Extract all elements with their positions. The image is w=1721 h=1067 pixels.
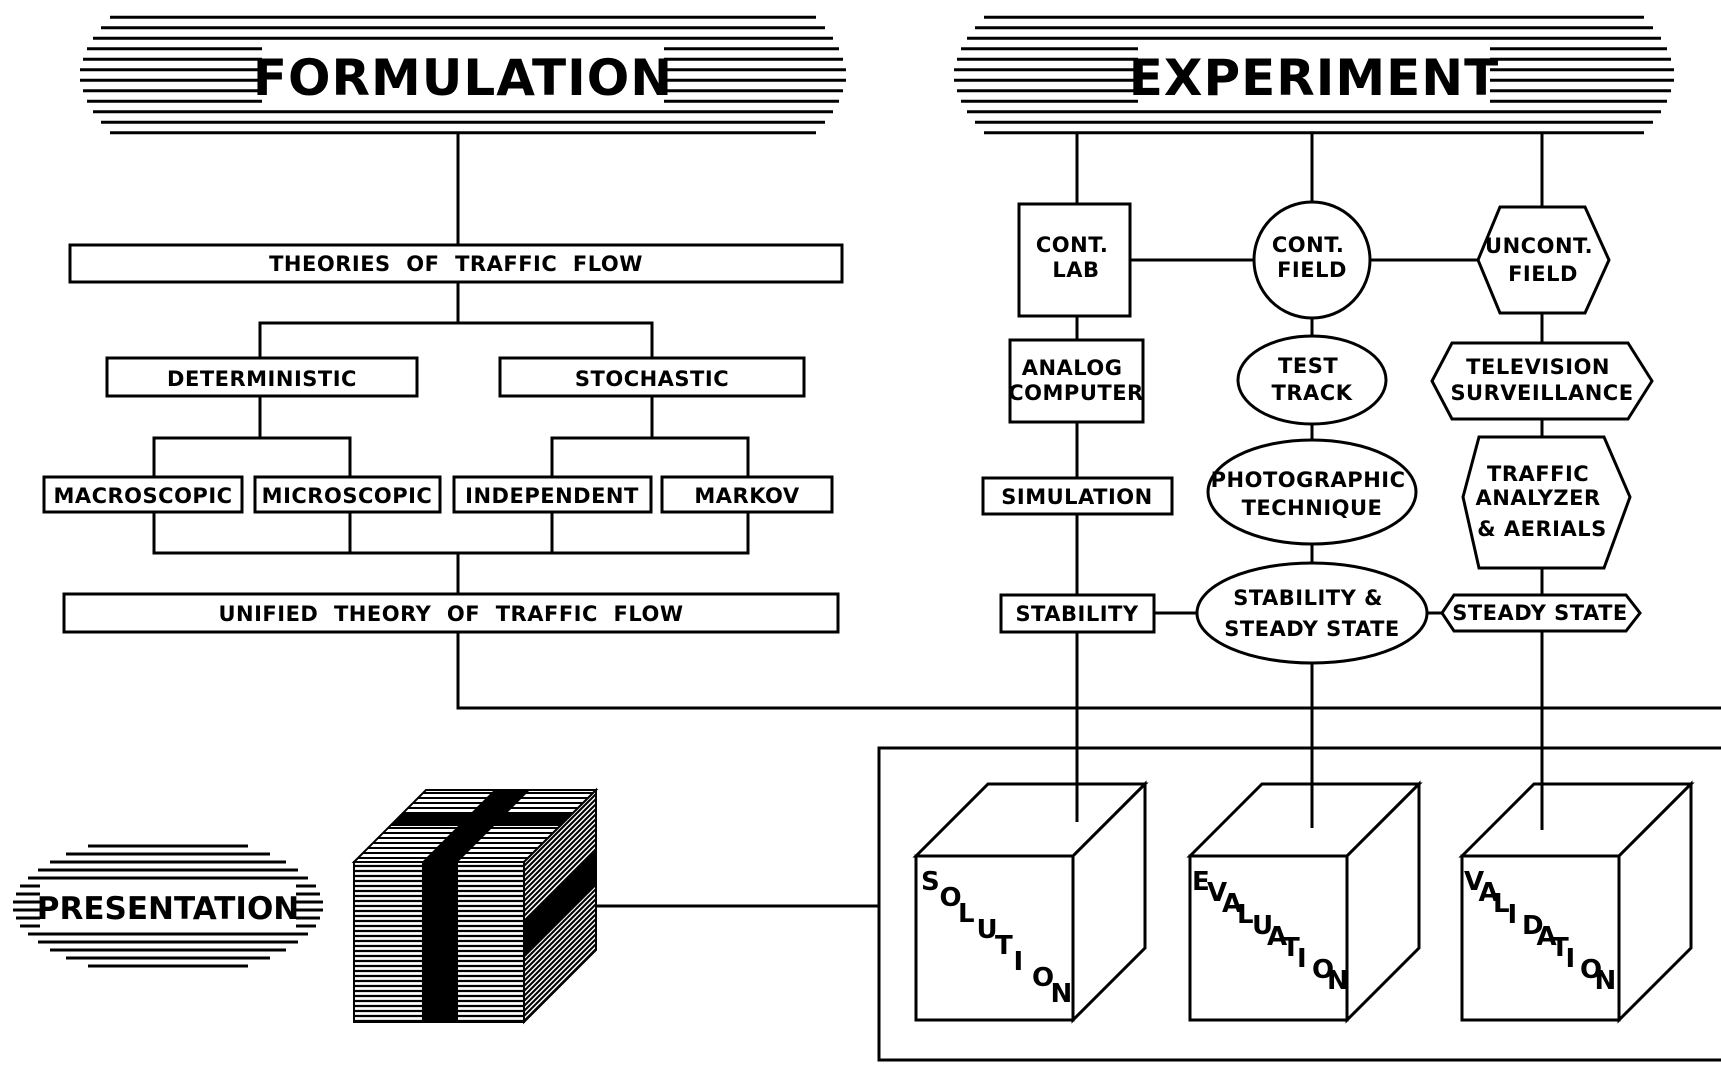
photographic-technique-label: PHOTOGRAPHIC TECHNIQUE: [1211, 468, 1414, 520]
cube-front-face: [914, 854, 1075, 1022]
formulation-boxes: [42, 243, 844, 634]
analog-computer-box: [1008, 338, 1145, 424]
stability-label: STABILITY: [1015, 602, 1138, 626]
document-stack-icon: [351, 787, 599, 1025]
experiment-labels: CONT. LAB CONT. FIELD UNCONT. FIELD ANAL…: [1001, 233, 1633, 641]
theories-of-traffic-flow-label: THEORIES OF TRAFFIC FLOW: [269, 252, 643, 276]
television-surveillance-hexagon: [1430, 341, 1654, 421]
microscopic-label: MICROSCOPIC: [262, 484, 433, 508]
steady-state-hexagon: [1440, 593, 1642, 633]
formulation-header: FORMULATION: [253, 49, 673, 107]
independent-label: INDEPENDENT: [465, 484, 639, 508]
television-surveillance-label: TELEVISION SURVEILLANCE: [1450, 355, 1633, 405]
deterministic-label: DETERMINISTIC: [167, 367, 357, 391]
unified-theory-label: UNIFIED THEORY OF TRAFFIC FLOW: [218, 602, 683, 626]
markov-label: MARKOV: [694, 484, 799, 508]
presentation-header: PRESENTATION: [37, 891, 300, 927]
bottom-frame: [877, 746, 1721, 1062]
experiment-shapes: [981, 200, 1654, 665]
traffic-analyzer-label: TRAFFIC ANALYZER & AERIALS: [1476, 462, 1609, 541]
cont-lab-label: CONT. LAB: [1036, 233, 1116, 282]
stability-box: [999, 593, 1156, 634]
cont-field-label: CONT. FIELD: [1272, 233, 1352, 282]
stack-strap-vertical: [422, 862, 458, 1022]
header-decoration-lines: [13, 15, 1674, 968]
cont-field-circle: [1252, 200, 1372, 320]
uncont-field-label: UNCONT. FIELD: [1485, 234, 1601, 286]
cont-lab-box: [1017, 202, 1132, 318]
cube-front-face: [1188, 854, 1349, 1022]
simulation-label: SIMULATION: [1001, 485, 1152, 509]
test-track-label: TEST TRACK: [1272, 354, 1353, 405]
stack-strap-side: [524, 850, 596, 958]
stability-steady-label: STABILITY & STEADY STATE: [1224, 586, 1400, 641]
uncont-field-hexagon: [1476, 205, 1611, 315]
stochastic-label: STOCHASTIC: [575, 367, 729, 391]
formulation-connectors: [152, 133, 1721, 710]
cube-entry-lines: [1075, 780, 1544, 830]
traffic-analyzer-hexagon: [1461, 435, 1632, 570]
macroscopic-label: MACROSCOPIC: [53, 484, 232, 508]
stability-steady-ellipse: [1195, 561, 1429, 665]
simulation-box: [981, 476, 1174, 516]
photographic-technique-ellipse: [1206, 438, 1418, 546]
analog-computer-label: ANALOG COMPUTER: [1008, 356, 1143, 405]
test-track-ellipse: [1236, 334, 1388, 426]
experiment-header: EXPERIMENT: [1129, 49, 1499, 107]
cube-front-face: [1460, 854, 1621, 1022]
output-cubes: [912, 780, 1695, 1024]
steady-state-label: STEADY STATE: [1452, 601, 1628, 625]
